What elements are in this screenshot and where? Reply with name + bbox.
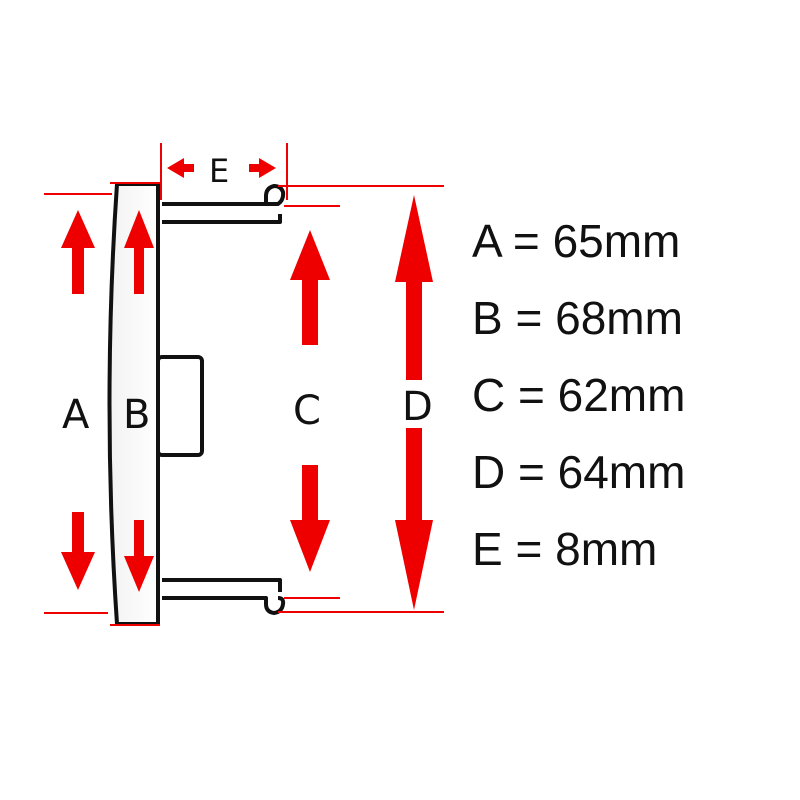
label-a: A xyxy=(62,392,90,438)
arrow-c-down xyxy=(290,465,330,572)
hub-cap-outline xyxy=(107,182,286,626)
extension-lines xyxy=(44,143,444,626)
label-d: D xyxy=(402,384,433,430)
arrow-c-up xyxy=(290,230,330,345)
spec-b: B = 68mm xyxy=(472,292,683,344)
measurement-list: A = 65mm B = 68mm C = 62mm D = 64mm E = … xyxy=(472,210,792,595)
arrow-a-down xyxy=(61,512,95,590)
arrow-d-up xyxy=(395,195,433,380)
cap-center-boss xyxy=(156,355,204,457)
label-c: C xyxy=(293,388,321,434)
spec-d: D = 64mm xyxy=(472,446,686,498)
label-e: E xyxy=(209,152,229,190)
arrow-b-up xyxy=(124,210,154,294)
arrow-d-down xyxy=(395,428,433,610)
spec-a: A = 65mm xyxy=(472,215,681,267)
spec-c: C = 62mm xyxy=(472,369,686,421)
arrow-e-left xyxy=(167,158,194,178)
label-b: B xyxy=(123,392,150,438)
lower-clip-arm xyxy=(162,578,286,615)
arrow-e-right xyxy=(249,158,276,178)
spec-e: E = 8mm xyxy=(472,523,658,575)
arrow-b-down xyxy=(124,520,154,592)
arrow-a-up xyxy=(61,210,95,294)
upper-clip-arm xyxy=(162,184,286,224)
cap-front-face xyxy=(107,182,160,626)
dimension-arrows xyxy=(61,158,433,610)
